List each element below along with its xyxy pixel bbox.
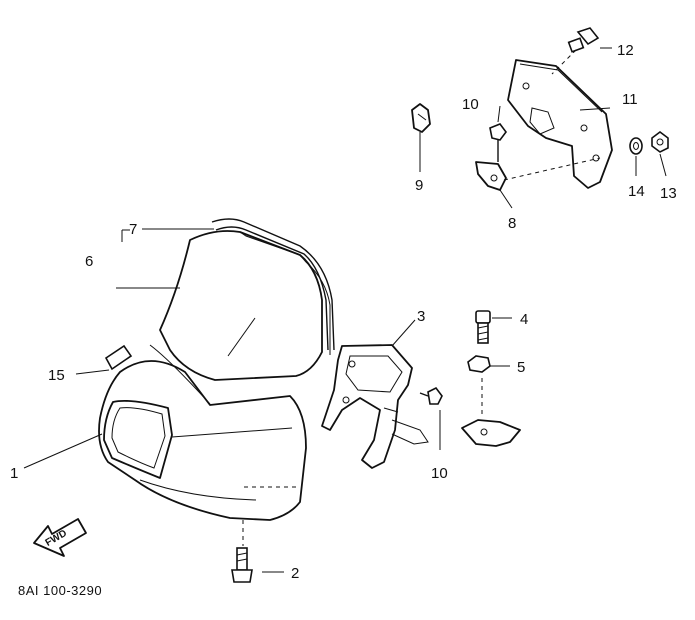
clip-plate — [461, 378, 521, 447]
leader-lines — [23, 47, 667, 573]
nut-13 — [651, 131, 669, 153]
windscreen-trim-seal — [211, 218, 335, 351]
callout-3: 3 — [417, 308, 425, 325]
bracket-stay — [321, 344, 429, 469]
callout-8: 8 — [508, 215, 516, 232]
callout-2: 2 — [291, 565, 299, 582]
drawing-number: 8AI 100-3290 — [18, 583, 102, 598]
clip-9 — [411, 103, 431, 133]
windscreen — [159, 230, 331, 381]
callout-15: 15 — [48, 367, 65, 384]
screw-10-lower — [419, 386, 443, 405]
callout-14: 14 — [628, 183, 645, 200]
callout-9: 9 — [415, 177, 423, 194]
callout-12: 12 — [617, 42, 634, 59]
fwd-arrow: FWD — [33, 518, 87, 557]
callout-1: 1 — [10, 465, 18, 482]
callout-7: 7 — [129, 221, 137, 238]
bracket-8 — [475, 157, 601, 191]
callout-13: 13 — [660, 185, 677, 202]
washer-14 — [629, 137, 643, 155]
screw-10-upper — [489, 123, 507, 162]
callout-10-upper: 10 — [462, 96, 479, 113]
cowling — [98, 344, 307, 521]
screw-2 — [231, 520, 253, 583]
callout-10-lower: 10 — [431, 465, 448, 482]
bolt-4 — [475, 310, 491, 344]
callout-11: 11 — [622, 91, 638, 108]
callout-5: 5 — [517, 359, 525, 376]
pad-15 — [104, 344, 133, 371]
callout-labels: 1 2 3 4 5 6 7 8 9 10 10 11 12 13 14 15 — [10, 42, 677, 582]
mounting-bracket-11 — [507, 59, 613, 189]
callout-6: 6 — [85, 253, 93, 270]
bolt-12 — [551, 27, 600, 75]
nut-5 — [467, 355, 491, 373]
callout-4: 4 — [520, 311, 528, 328]
